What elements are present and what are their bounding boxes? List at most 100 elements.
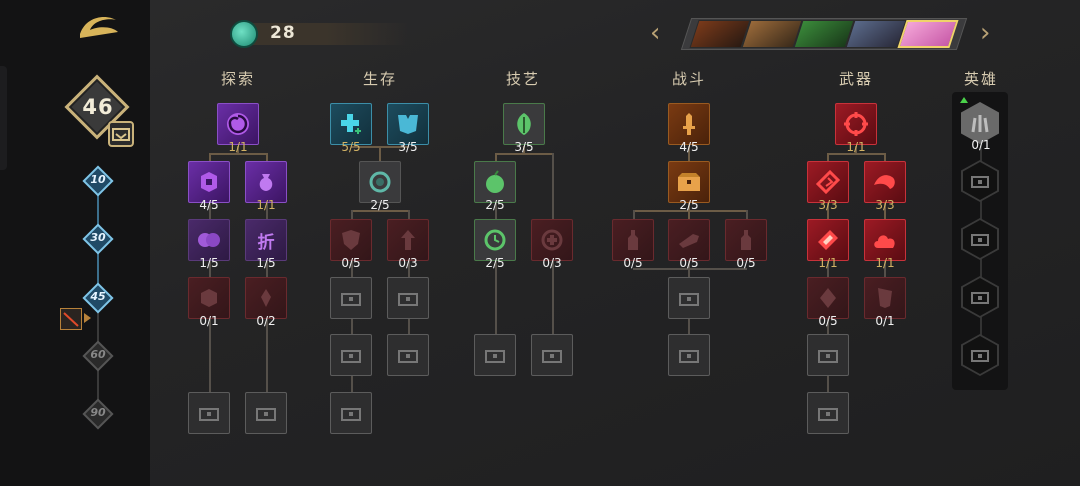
tree-link	[408, 210, 410, 336]
hero-portrait-1[interactable]	[689, 20, 751, 48]
milestone-60[interactable]: 60	[81, 339, 115, 373]
bottle-icon	[628, 230, 638, 250]
lock-chest-icon	[341, 293, 361, 306]
hero-portrait-5-selected[interactable]	[897, 20, 959, 48]
talent-node-weapon-6[interactable]	[807, 277, 849, 319]
node-count: 0/2	[256, 314, 276, 328]
talent-node-explore-2[interactable]	[188, 161, 230, 203]
node-count: 0/1	[971, 138, 991, 152]
hero-portrait-3[interactable]	[793, 20, 855, 48]
talent-node-weapon-1[interactable]	[835, 103, 877, 145]
talent-node-weapon-4[interactable]	[807, 219, 849, 261]
talent-node-combat-4[interactable]	[668, 219, 710, 261]
talent-node-weapon-2[interactable]	[807, 161, 849, 203]
talent-node-survival-10[interactable]	[330, 392, 372, 434]
talent-node-weapon-9[interactable]	[807, 392, 849, 434]
talent-node-explore-7[interactable]	[245, 277, 287, 319]
talent-node-combat-1[interactable]	[668, 103, 710, 145]
recycle-icon	[369, 171, 391, 193]
hero-portrait-2[interactable]	[741, 20, 803, 48]
talent-node-explore-8[interactable]	[188, 392, 230, 434]
progress-pointer-icon	[84, 313, 91, 323]
tree-link	[495, 203, 497, 335]
talent-node-survival-7[interactable]	[387, 277, 429, 319]
left-sidebar	[0, 0, 150, 486]
shield-icon	[342, 230, 360, 250]
hero-portrait-4[interactable]	[845, 20, 907, 48]
talent-node-weapon-7[interactable]	[864, 277, 906, 319]
rise-icon	[401, 230, 415, 250]
tree-link	[855, 146, 857, 154]
flag-icon	[878, 288, 892, 308]
armor-icon	[398, 115, 418, 134]
talent-node-combat-3[interactable]	[612, 219, 654, 261]
lock-chest-icon	[542, 350, 562, 363]
talent-node-combat-2[interactable]	[668, 161, 710, 203]
node-count: 0/1	[199, 314, 219, 328]
talent-node-explore-3[interactable]	[245, 161, 287, 203]
lock-chest-icon	[256, 408, 276, 421]
talent-node-combat-5[interactable]	[725, 219, 767, 261]
reward-chest-icon[interactable]	[108, 121, 134, 147]
milestone-label: 30	[90, 231, 106, 244]
prev-hero-button[interactable]: ‹	[650, 18, 661, 48]
talent-node-weapon-8[interactable]	[807, 334, 849, 376]
talent-node-craft-5[interactable]	[474, 334, 516, 376]
talent-node-survival-3[interactable]	[359, 161, 401, 203]
talent-node-survival-8[interactable]	[330, 334, 372, 376]
milestone-10[interactable]: 10	[81, 164, 115, 198]
chest-icon	[678, 173, 700, 191]
talent-node-survival-1[interactable]	[330, 103, 372, 145]
lock-chest-icon	[971, 292, 989, 304]
talent-node-craft-6[interactable]	[531, 334, 573, 376]
tree-link	[633, 210, 635, 220]
talent-node-survival-5[interactable]	[387, 219, 429, 261]
hex-inner	[963, 162, 997, 200]
talent-node-survival-2[interactable]	[387, 103, 429, 145]
talent-node-combat-7[interactable]	[668, 334, 710, 376]
game-logo-icon[interactable]	[76, 12, 122, 44]
tree-link	[552, 260, 554, 336]
diamond-icon	[818, 230, 838, 250]
node-count: 3/3	[818, 198, 838, 212]
sidebar-edge-tab[interactable]	[0, 66, 7, 170]
talent-node-survival-9[interactable]	[387, 334, 429, 376]
talent-node-craft-1[interactable]	[503, 103, 545, 145]
milestone-30[interactable]: 30	[81, 222, 115, 256]
talent-node-explore-6[interactable]	[188, 277, 230, 319]
talent-node-craft-4[interactable]	[531, 219, 573, 261]
tree-link	[237, 146, 239, 154]
talent-node-explore-1[interactable]	[217, 103, 259, 145]
node-count: 0/3	[398, 256, 418, 270]
tree-link	[884, 203, 886, 219]
milestone-label: 10	[90, 173, 106, 186]
talent-node-weapon-3[interactable]	[864, 161, 906, 203]
hex-inner	[963, 278, 997, 316]
column-title-weapon: 武器	[838, 70, 873, 88]
node-count: 5/5	[341, 140, 361, 154]
next-hero-button[interactable]: ›	[980, 18, 991, 48]
column-title-combat: 战斗	[671, 70, 706, 88]
milestone-45[interactable]: 45	[81, 281, 115, 315]
tree-link	[266, 153, 268, 163]
talent-node-weapon-5[interactable]	[864, 219, 906, 261]
talent-node-craft-2[interactable]	[474, 161, 516, 203]
lock-chest-icon	[398, 350, 418, 363]
tree-link	[495, 153, 553, 155]
talent-node-explore-4[interactable]	[188, 219, 230, 261]
talent-node-craft-3[interactable]	[474, 219, 516, 261]
talent-node-survival-6[interactable]	[330, 277, 372, 319]
talent-node-explore-5[interactable]: 折	[245, 219, 287, 261]
node-count: 0/5	[736, 256, 756, 270]
tree-link	[379, 146, 381, 162]
currency-bar	[244, 23, 410, 45]
node-count: 1/1	[875, 256, 895, 270]
talent-node-survival-4[interactable]	[330, 219, 372, 261]
coin-icon	[201, 172, 217, 192]
heal-plus-icon	[341, 114, 361, 134]
node-count: 2/5	[679, 198, 699, 212]
talent-node-combat-6[interactable]	[668, 277, 710, 319]
talent-node-explore-9[interactable]	[245, 392, 287, 434]
milestone-90[interactable]: 90	[81, 397, 115, 431]
upgrade-available-icon	[960, 97, 968, 103]
